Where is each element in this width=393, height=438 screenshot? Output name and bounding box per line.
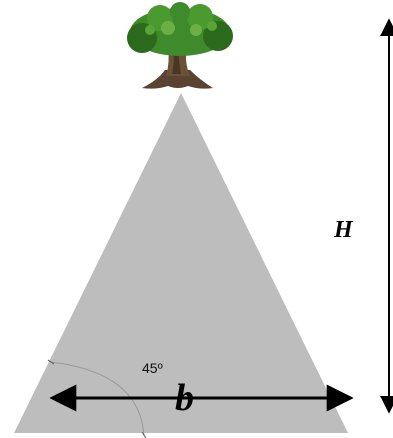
tree-foliage-top: [170, 2, 190, 22]
tree-foliage-highlight-3: [145, 25, 155, 35]
tree-foliage-top-right: [187, 4, 213, 30]
tree-roots: [142, 70, 213, 89]
tree-icon: [127, 2, 233, 89]
tree-foliage-highlight-4: [207, 21, 217, 31]
pyramid-triangle: [14, 93, 348, 433]
angle-label: 45º: [142, 360, 163, 376]
tree-trunk-shadow: [172, 50, 181, 74]
tree-foliage-highlight-2: [190, 24, 202, 36]
angle-arc-tick-bottom: [141, 431, 147, 438]
tree-foliage-highlight-1: [161, 21, 175, 35]
angle-arc-tick-top: [47, 359, 55, 365]
base-label: b: [175, 377, 194, 419]
height-label: H: [333, 217, 354, 243]
